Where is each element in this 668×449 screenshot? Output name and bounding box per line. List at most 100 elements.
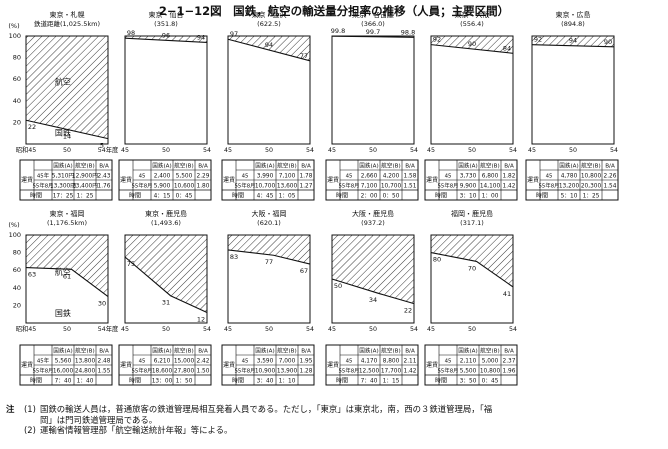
- table-year: 55年8月: [32, 182, 53, 190]
- table-time: 2：00: [361, 194, 378, 200]
- table-time: 7：40: [361, 379, 378, 385]
- point-label: 90: [604, 38, 612, 46]
- x-tick-label: 45: [528, 147, 536, 154]
- table-value: 1.78: [300, 174, 313, 180]
- point-label: 83: [230, 253, 238, 261]
- table-value: 1.51: [404, 184, 417, 190]
- table-header: B/A: [301, 164, 311, 170]
- table-value: 10,800: [480, 369, 501, 375]
- fare-row-label: 運賃: [426, 361, 438, 369]
- note-number: (2): [24, 425, 36, 435]
- point-label: 12: [197, 315, 205, 323]
- point-label: 98.8: [401, 28, 415, 36]
- point-label: 99.7: [366, 28, 380, 36]
- table-value: 1.50: [197, 369, 210, 375]
- chart-distance-label: (894.8): [561, 20, 585, 28]
- point-label: 70: [468, 264, 476, 272]
- x-tick-label: 50: [162, 147, 170, 154]
- air-share-area: [26, 36, 108, 139]
- table-time: 0：45: [176, 194, 193, 200]
- point-label: 75: [127, 260, 135, 268]
- table-time: 1：00: [482, 194, 499, 200]
- table-value: 4,170: [361, 359, 378, 365]
- table-value: 1.42: [404, 369, 417, 375]
- chart-distance-label: (317.1): [460, 219, 484, 227]
- time-row-label: 時間: [30, 377, 42, 385]
- rail-share-line: [25, 267, 109, 298]
- table-header: 航空(B): [480, 347, 499, 355]
- time-row-label: 時間: [435, 192, 447, 200]
- table-value: 2,110: [460, 359, 477, 365]
- x-tick-label: 45: [427, 147, 435, 154]
- table-header: 航空(B): [75, 347, 94, 355]
- table-header: 国鉄(A): [152, 347, 171, 355]
- x-tick-label: 54: [410, 326, 418, 333]
- table-value: 4,780: [561, 174, 578, 180]
- y-tick-label: 20: [13, 118, 21, 126]
- x-tick-label: 50: [63, 326, 71, 333]
- table-time: 0：45: [482, 379, 499, 385]
- fare-row-label: 運賃: [426, 176, 438, 184]
- rail-share-line: [227, 249, 311, 265]
- table-header: 国鉄(A): [255, 162, 274, 170]
- y-tick-label: 40: [13, 284, 21, 292]
- point-label: 92: [534, 36, 542, 44]
- table-time: 3：40: [257, 379, 274, 385]
- table-time: 4：15: [154, 194, 171, 200]
- table-header: 航空(B): [581, 162, 600, 170]
- chart-route-label: 東京・福岡: [50, 209, 85, 218]
- x-tick-label: 45: [328, 326, 336, 333]
- table-time: 1：05: [279, 194, 296, 200]
- x-tick-label: 45: [328, 147, 336, 154]
- table-header: 国鉄(A): [458, 162, 477, 170]
- note-text: 国鉄の輸送人員は，普通旅客の鉄道管理局相互発着人員である。ただし，「東京」は東京…: [40, 404, 493, 414]
- y-tick-label: 100: [9, 32, 21, 40]
- x-tick-label: 50: [265, 326, 273, 333]
- x-tick-label: 50: [162, 326, 170, 333]
- table-value: 5,000: [482, 359, 499, 365]
- fare-row-label: 運賃: [21, 361, 33, 369]
- chart-distance-label: (622.5): [257, 20, 281, 28]
- table-value: 12,500: [359, 369, 380, 375]
- table-time: 5：10: [561, 194, 578, 200]
- x-tick-label: 50: [369, 147, 377, 154]
- table-value: 2.26: [604, 174, 617, 180]
- table-header: 航空(B): [381, 347, 400, 355]
- table-header: 航空(B): [277, 347, 296, 355]
- table-value: 10,600: [174, 184, 195, 190]
- table-value: 7,000: [279, 359, 296, 365]
- plot-frame: [124, 35, 208, 145]
- table-value: 13,200: [559, 184, 580, 190]
- chart-route-label: 東京・広島: [556, 10, 591, 19]
- x-tick-label: 45: [224, 147, 232, 154]
- y-tick-label: 40: [13, 97, 21, 105]
- table-value: 1.76: [98, 184, 111, 190]
- table-value: 13,800: [75, 359, 96, 365]
- table-header: 国鉄(A): [359, 162, 378, 170]
- air-share-area: [332, 235, 414, 304]
- table-value: 2.29: [197, 174, 210, 180]
- table-header: 国鉄(A): [458, 347, 477, 355]
- x-tick-label: 50: [63, 147, 71, 154]
- x-tick-label: 54: [410, 147, 418, 154]
- x-tick-label: 54: [610, 147, 618, 154]
- point-label: 94: [569, 37, 577, 45]
- table-value: 1.95: [300, 359, 313, 365]
- x-tick-label: 50: [369, 326, 377, 333]
- table-year: 45: [445, 359, 452, 365]
- table-year: 45: [242, 174, 249, 180]
- x-tick-label: 54: [306, 147, 314, 154]
- point-label: 84: [503, 44, 511, 52]
- table-header: 航空(B): [75, 162, 94, 170]
- chart-route-label: 福岡・鹿児島: [451, 209, 493, 218]
- table-value: 5,500: [176, 174, 193, 180]
- table-value: 2,660: [361, 174, 378, 180]
- x-tick-label: 50: [569, 147, 577, 154]
- table-value: 4,200: [383, 174, 400, 180]
- table-value: 1.58: [404, 174, 417, 180]
